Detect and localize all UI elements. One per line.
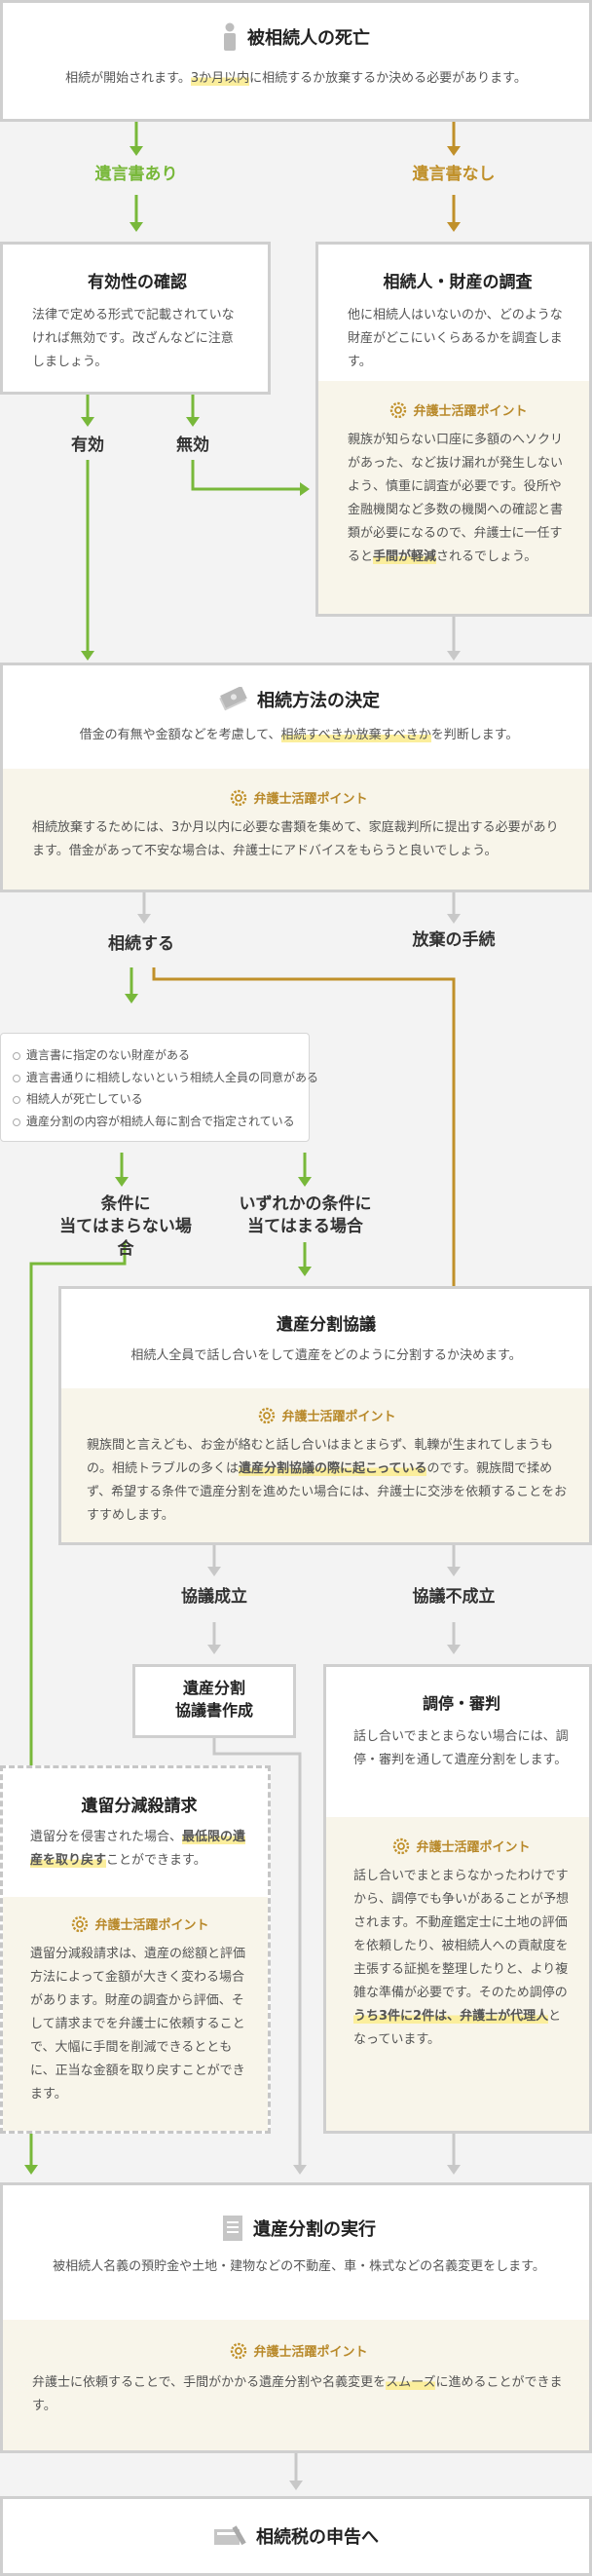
reduction-point-title: 弁護士活躍ポイント	[30, 1914, 250, 1933]
division-text: 相続人全員で話し合いをして遺産をどのように分割するか決めます。	[130, 1348, 522, 1363]
validity-title: 有効性の確認	[88, 273, 187, 292]
agreement-title: 遺産分割 協議書作成	[174, 1679, 253, 1721]
condition-item: 遺言書通りに相続しないという相続人全員の同意がある	[13, 1067, 318, 1089]
division-box: 遺産分割協議 相続人全員で話し合いをして遺産をどのように分割するか決めます。 弁…	[58, 1286, 592, 1545]
investigation-point-title: 弁護士活躍ポイント	[348, 400, 570, 419]
death-title: 被相続人の死亡	[3, 22, 589, 52]
execution-box: 遺産分割の実行 被相続人名義の預貯金や土地・建物などの不動産、車・株式などの名義…	[0, 2182, 592, 2453]
label-no-will: 遺言書なし	[412, 165, 496, 184]
document-icon	[222, 2215, 243, 2242]
validity-box: 有効性の確認 法律で定める形式で記載されていなければ無効です。改ざんなどに注意し…	[0, 242, 271, 395]
reduction-text: 遺留分を侵害された場合、最低限の遺産を取り戻すことができます。	[30, 1830, 246, 1869]
label-agreement-success: 協議成立	[181, 1587, 247, 1607]
gear-icon	[392, 1837, 410, 1855]
execution-text: 被相続人名義の預貯金や土地・建物などの不動産、車・株式などの名義変更をします。	[53, 2259, 545, 2274]
label-not-apply: 条件に 当てはまらない場合	[59, 1194, 192, 1259]
condition-item: 遺言書に指定のない財産がある	[13, 1044, 297, 1067]
gear-icon	[258, 1407, 276, 1424]
label-renounce: 放棄の手続	[412, 930, 496, 950]
label-invalid: 無効	[176, 436, 209, 455]
person-icon	[222, 22, 238, 52]
gear-icon	[389, 401, 407, 419]
method-text: 借金の有無や金額などを考慮して、相続すべきか放棄すべきかを判断します。	[79, 728, 519, 742]
method-point: 弁護士活躍ポイント 相続放棄するためには、3か月以内に必要な書類を集めて、家庭裁…	[3, 769, 589, 890]
method-point-text: 相続放棄するためには、3か月以内に必要な書類を集めて、家庭裁判所に提出する必要が…	[32, 820, 559, 859]
label-will-exists: 遺言書あり	[94, 165, 178, 184]
reduction-title: 遺留分減殺請求	[81, 1797, 198, 1816]
conditions-list: 遺言書に指定のない財産がある 遺言書通りに相続しないという相続人全員の同意がある…	[0, 1033, 318, 1142]
gear-icon	[71, 1915, 89, 1933]
reduction-point: 弁護士活躍ポイント 遺留分減殺請求は、遺産の総額と評価方法によって金額が大きく変…	[3, 1897, 268, 2131]
validity-text: 法律で定める形式で記載されていなければ無効です。改ざんなどに注意しましょう。	[32, 308, 235, 370]
investigation-title: 相続人・財産の調査	[383, 273, 533, 292]
condition-item: 相続人が死亡している	[13, 1088, 297, 1111]
mediation-point-title: 弁護士活躍ポイント	[353, 1837, 570, 1855]
division-title: 遺産分割協議	[277, 1315, 376, 1335]
tax-box: 相続税の申告へ	[0, 2496, 592, 2576]
gear-icon	[230, 789, 247, 807]
condition-item: 遺産分割の内容が相続人毎に割合で指定されている	[13, 1111, 297, 1133]
mediation-point-text: 話し合いでまとまらなかったわけですから、調停でも争いがあることが予想されます。不…	[353, 1869, 570, 2048]
execution-point-title: 弁護士活躍ポイント	[32, 2341, 566, 2360]
calculator-icon	[213, 2525, 246, 2547]
agreement-box: 遺産分割 協議書作成	[132, 1664, 296, 1738]
division-point-title: 弁護士活躍ポイント	[87, 1406, 568, 1424]
mediation-title: 調停・審判	[422, 1694, 500, 1713]
reduction-box: 遺留分減殺請求 遺留分を侵害された場合、最低限の遺産を取り戻すことができます。 …	[0, 1765, 271, 2134]
execution-point: 弁護士活躍ポイント 弁護士に依頼することで、手間がかかる遺産分割や名義変更をスム…	[3, 2320, 589, 2450]
method-title: 相続方法の決定	[32, 687, 566, 712]
method-point-title: 弁護士活躍ポイント	[32, 788, 566, 807]
death-text: 相続が開始されます。3か月以内に相続するか放棄するか決める必要があります。	[65, 71, 527, 86]
division-point-text: 親族間と言えども、お金が絡むと話し合いはまとまらず、軋轢が生まれてしまうもの。相…	[87, 1438, 568, 1524]
execution-point-text: 弁護士に依頼することで、手間がかかる遺産分割や名義変更をスムーズに進めることがで…	[32, 2375, 563, 2414]
investigation-box: 相続人・財産の調査 他に相続人はいないのか、どのような財産がどこにいくらあるかを…	[315, 242, 592, 617]
investigation-point: 弁護士活躍ポイント 親族が知らない口座に多額のへソクリがあった、など抜け漏れが発…	[318, 381, 589, 614]
division-point: 弁護士活躍ポイント 親族間と言えども、お金が絡むと話し合いはまとまらず、軋轢が生…	[61, 1388, 589, 1542]
tax-title: 相続税の申告へ	[213, 2523, 379, 2549]
label-apply: いずれかの条件に 当てはまる場合	[239, 1194, 372, 1236]
label-inherit: 相続する	[108, 934, 174, 954]
reduction-point-text: 遺留分減殺請求は、遺産の総額と評価方法によって金額が大きく変わる場合があります。…	[30, 1947, 246, 2102]
method-box: 相続方法の決定 借金の有無や金額などを考慮して、相続すべきか放棄すべきかを判断し…	[0, 663, 592, 892]
investigation-text: 他に相続人はいないのか、どのような財産がどこにいくらあるかを調査します。	[348, 308, 563, 370]
label-agreement-fail: 協議不成立	[412, 1587, 496, 1607]
label-valid: 有効	[71, 436, 104, 455]
execution-title: 遺産分割の実行	[32, 2215, 566, 2242]
mediation-point: 弁護士活躍ポイント 話し合いでまとまらなかったわけですから、調停でも争いがあるこ…	[326, 1817, 589, 2131]
mediation-box: 調停・審判 話し合いでまとまらない場合には、調停・審判を通して遺産分割をします。…	[323, 1664, 592, 2134]
money-icon	[218, 687, 247, 712]
gear-icon	[230, 2342, 247, 2360]
investigation-point-text: 親族が知らない口座に多額のへソクリがあった、など抜け漏れが発生しないよう、慎重に…	[348, 433, 564, 565]
death-box: 被相続人の死亡 相続が開始されます。3か月以内に相続するか放棄するか決める必要が…	[0, 0, 592, 122]
mediation-text: 話し合いでまとまらない場合には、調停・審判を通して遺産分割をします。	[353, 1729, 569, 1768]
